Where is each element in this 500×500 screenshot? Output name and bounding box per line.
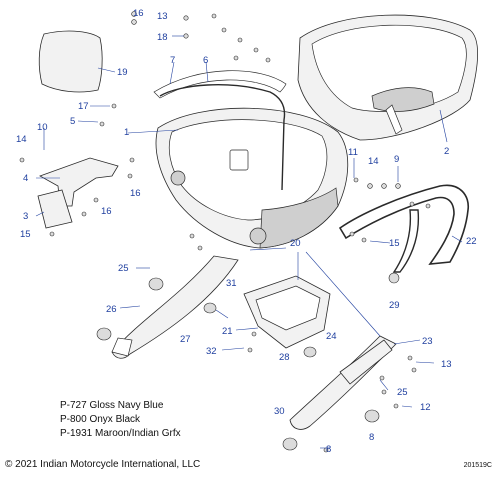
callout-14: 14 [16,134,27,145]
callout-28: 28 [279,352,290,363]
callout-17: 17 [78,101,89,112]
callout-11: 11 [348,147,358,158]
paint-code-onyx: P-800 Onyx Black [60,414,141,425]
callout-20: 20 [290,238,301,249]
backrest-pad [38,30,103,93]
callout-3: 3 [23,211,28,222]
lid-seal [159,84,286,191]
callout-10: 10 [37,122,48,133]
callout-7: 7 [170,55,175,66]
callout-13: 13 [157,11,168,22]
callout-8-lower: 8 [326,444,331,455]
callout-16: 16 [133,8,144,19]
bumper-27 [203,302,217,314]
callout-25: 25 [118,263,129,274]
luggage-rack [338,184,469,265]
diagram-id: 201519C [463,462,492,469]
paint-code-navy: P-727 Gloss Navy Blue [60,400,164,411]
right-support-arm-2 [339,339,393,385]
bumper-8b [282,437,298,451]
callout-16-low: 16 [101,206,112,217]
callout-26: 26 [106,304,117,315]
callout-6: 6 [203,55,208,66]
callout-8: 8 [369,432,374,443]
callout-1: 1 [124,127,129,138]
paint-code-maroon: P-1931 Maroon/Indian Grfx [60,428,181,439]
callout-15-right: 15 [389,238,400,249]
callout-16-mid: 16 [130,188,141,199]
left-support-arm [111,255,239,359]
left-support-arm-tip [111,337,133,357]
callout-27: 27 [180,334,191,345]
callout-13-right: 13 [441,359,452,370]
lid-trim-outer [153,70,287,99]
callout-22: 22 [466,236,477,247]
callout-labels: 16 13 18 19 7 6 17 5 10 1 14 2 11 14 9 4… [16,8,477,455]
copyright-notice: © 2021 Indian Motorcycle International, … [5,459,201,470]
rack-leg [392,209,420,273]
callout-15: 15 [20,229,31,240]
callout-25-right: 25 [397,387,408,398]
callout-18: 18 [157,32,168,43]
callout-5: 5 [70,116,75,127]
bumper-8a [364,409,380,423]
bumper-29 [388,272,400,284]
callout-12: 12 [420,402,431,413]
callout-32: 32 [206,346,217,357]
callout-30: 30 [274,406,285,417]
mount-plate [37,189,73,229]
hardware-bolts [19,11,431,453]
callout-14-right: 14 [368,156,379,167]
callout-24: 24 [326,331,337,342]
leader-lines [35,35,463,449]
bumper-left-lower [96,327,112,341]
callout-2: 2 [444,146,449,157]
trunk-base [155,107,349,249]
callout-31: 31 [226,278,237,289]
callout-21: 21 [222,326,233,337]
callout-4: 4 [23,173,28,184]
trunk-lid [297,14,478,141]
callout-19: 19 [117,67,128,78]
bumper-25a [148,277,164,291]
callout-29: 29 [389,300,400,311]
callout-9: 9 [394,154,399,165]
bumper-24 [303,346,317,358]
center-mount-plate-top [255,285,321,331]
callout-23: 23 [422,336,433,347]
